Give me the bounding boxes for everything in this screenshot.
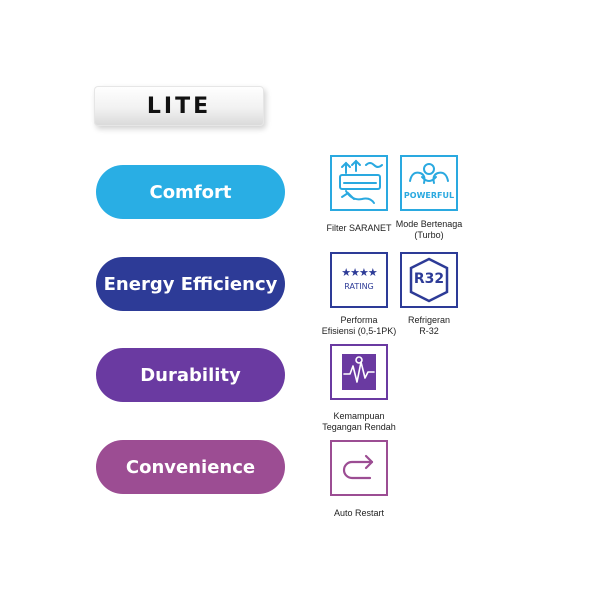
r32-caption-line1: Refrigeran [407,315,451,325]
restart-caption: Auto Restart [314,508,404,519]
powerful-icon: POWERFUL [400,155,458,211]
convenience-pill: Convenience [96,440,285,494]
rating-stars: ★★★★ [341,267,377,279]
energy-efficiency-label: Energy Efficiency [103,273,278,295]
powerful-caption: Mode Bertenaga (Turbo) [384,219,474,241]
rating-icon-text: RATING [344,282,374,291]
rating-caption: Performa Efisiensi (0,5-1PK) [314,315,404,337]
voltage-caption: Kemampuan Tegangan Rendah [314,411,404,433]
powerful-caption-line1: Mode Bertenaga [395,219,463,229]
r32-caption: Refrigeran R-32 [384,315,474,337]
comfort-pill: Comfort [96,165,285,219]
auto-restart-icon [330,440,388,496]
r32-icon: R32 [400,252,458,308]
convenience-label: Convenience [125,456,256,478]
voltage-caption-line2: Tegangan Rendah [322,422,396,432]
energy-efficiency-pill: Energy Efficiency [96,257,285,311]
r32-icon-text: R32 [413,271,445,287]
rating-stars-icon: ★★★★ RATING [330,252,388,308]
durability-pill: Durability [96,348,285,402]
r32-caption-line2: R-32 [419,326,439,336]
restart-caption-line1: Auto Restart [333,508,385,518]
powerful-icon-text: POWERFUL [403,191,455,200]
air-filter-icon [330,155,388,211]
low-voltage-icon [330,344,388,400]
durability-label: Durability [140,364,241,386]
lite-badge-label: LITE [146,93,212,119]
rating-caption-line1: Performa [340,315,378,325]
filter-caption: Filter SARANET [314,223,404,234]
powerful-caption-line2: (Turbo) [414,230,444,240]
rating-caption-line2: Efisiensi (0,5-1PK) [321,326,397,336]
lite-badge: LITE [94,86,264,126]
filter-caption-line1: Filter SARANET [326,223,392,233]
voltage-caption-line1: Kemampuan [333,411,385,421]
comfort-label: Comfort [149,181,232,203]
